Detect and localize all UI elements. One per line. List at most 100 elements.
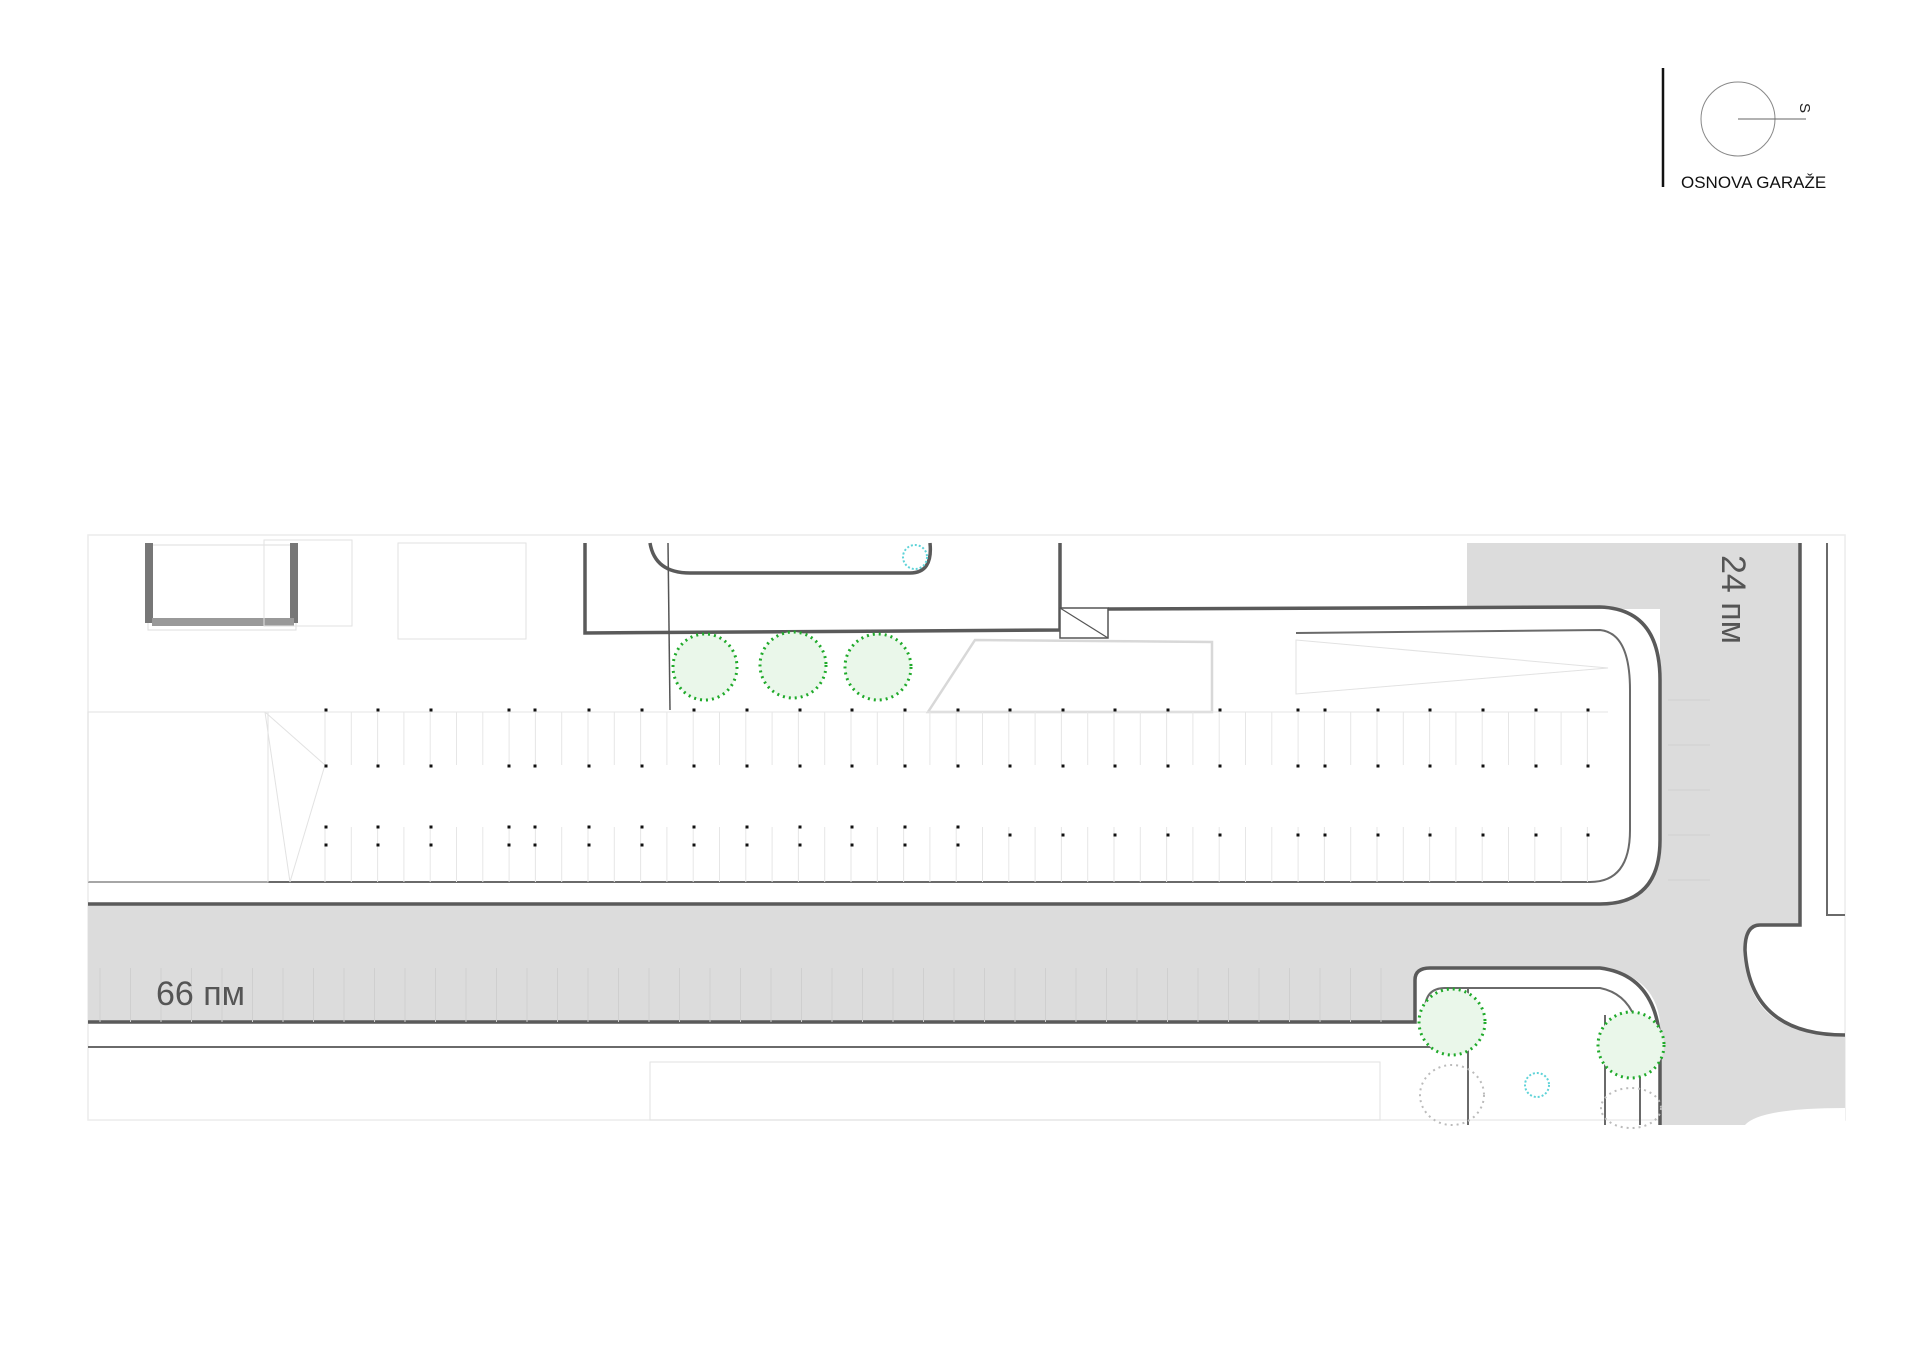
column-marker xyxy=(1586,833,1590,837)
parking-stalls xyxy=(99,699,1710,1022)
column-marker xyxy=(745,708,749,712)
column-marker xyxy=(1166,833,1170,837)
side-road-strip xyxy=(1800,543,1827,968)
column-marker xyxy=(429,708,433,712)
column-marker xyxy=(1296,833,1300,837)
column-marker xyxy=(533,764,537,768)
column-marker xyxy=(376,843,380,847)
column-marker xyxy=(1008,764,1012,768)
column-marker xyxy=(1376,833,1380,837)
column-marker xyxy=(1428,708,1432,712)
column-marker xyxy=(692,825,696,829)
column-marker xyxy=(1481,708,1485,712)
column-marker xyxy=(850,825,854,829)
column-marker xyxy=(376,708,380,712)
column-marker xyxy=(324,843,328,847)
column-marker xyxy=(745,825,749,829)
column-marker xyxy=(1428,833,1432,837)
column-marker xyxy=(376,825,380,829)
column-marker xyxy=(1008,833,1012,837)
column-marker xyxy=(956,825,960,829)
column-marker xyxy=(324,825,328,829)
north-letter: S xyxy=(1796,103,1813,113)
column-marker xyxy=(692,708,696,712)
column-marker xyxy=(533,825,537,829)
column-marker xyxy=(1481,833,1485,837)
column-marker xyxy=(507,843,511,847)
column-marker xyxy=(1113,708,1117,712)
island-right xyxy=(1745,1108,1845,1125)
drawing-title: OSNOVA GARAŽE xyxy=(1681,173,1826,192)
column-marker xyxy=(956,843,960,847)
column-marker xyxy=(850,708,854,712)
column-marker xyxy=(587,764,591,768)
title-block: S OSNOVA GARAŽE xyxy=(1661,68,1826,192)
column-marker xyxy=(692,843,696,847)
column-marker xyxy=(850,843,854,847)
column-marker xyxy=(956,708,960,712)
column-marker xyxy=(1323,708,1327,712)
column-marker xyxy=(507,825,511,829)
column-marker xyxy=(429,825,433,829)
column-marker xyxy=(587,843,591,847)
column-marker xyxy=(1296,764,1300,768)
column-marker xyxy=(1166,764,1170,768)
trees xyxy=(671,544,1666,1129)
column-marker xyxy=(1428,764,1432,768)
tree-icon xyxy=(758,630,828,700)
column-marker xyxy=(1323,833,1327,837)
stair-bottom xyxy=(152,618,294,626)
column-marker xyxy=(640,843,644,847)
column-marker xyxy=(1534,764,1538,768)
column-marker xyxy=(507,708,511,712)
column-marker xyxy=(1166,708,1170,712)
column-marker xyxy=(798,825,802,829)
column-marker xyxy=(1481,764,1485,768)
column-marker xyxy=(798,843,802,847)
column-marker xyxy=(903,708,907,712)
column-marker xyxy=(1586,708,1590,712)
tree-icon xyxy=(671,632,739,702)
column-marker xyxy=(798,764,802,768)
column-marker xyxy=(1061,764,1065,768)
context-buildings xyxy=(87,539,1609,1121)
curb-lines xyxy=(88,543,1846,1125)
main-road-parking-label: 66 пм xyxy=(156,975,245,1013)
column-marker xyxy=(1113,833,1117,837)
column-marker xyxy=(640,825,644,829)
side-road-parking-label: 24 пм xyxy=(1714,555,1752,644)
column-marker xyxy=(587,825,591,829)
column-marker xyxy=(429,764,433,768)
tree-icon xyxy=(1596,1010,1666,1080)
column-marker xyxy=(903,764,907,768)
column-marker xyxy=(745,843,749,847)
shrub-icon xyxy=(1524,1072,1550,1098)
tree-icon xyxy=(1419,1064,1485,1126)
column-marker xyxy=(1218,708,1222,712)
structural-columns xyxy=(324,708,1590,847)
column-marker xyxy=(1061,708,1065,712)
column-marker xyxy=(1376,708,1380,712)
column-marker xyxy=(1323,764,1327,768)
stair-left xyxy=(145,543,153,623)
column-marker xyxy=(903,843,907,847)
column-marker xyxy=(1061,833,1065,837)
column-marker xyxy=(1376,764,1380,768)
tree-icon xyxy=(843,632,913,702)
column-marker xyxy=(745,764,749,768)
column-marker xyxy=(1586,764,1590,768)
column-marker xyxy=(429,843,433,847)
north-arrow-icon: S xyxy=(1700,81,1813,157)
column-marker xyxy=(1113,764,1117,768)
column-marker xyxy=(507,764,511,768)
tree-icon xyxy=(1417,987,1487,1057)
column-marker xyxy=(1218,833,1222,837)
column-marker xyxy=(640,764,644,768)
shrub-icon xyxy=(902,544,928,570)
column-marker xyxy=(376,764,380,768)
column-marker xyxy=(850,764,854,768)
column-marker xyxy=(1296,708,1300,712)
column-marker xyxy=(640,708,644,712)
column-marker xyxy=(903,825,907,829)
